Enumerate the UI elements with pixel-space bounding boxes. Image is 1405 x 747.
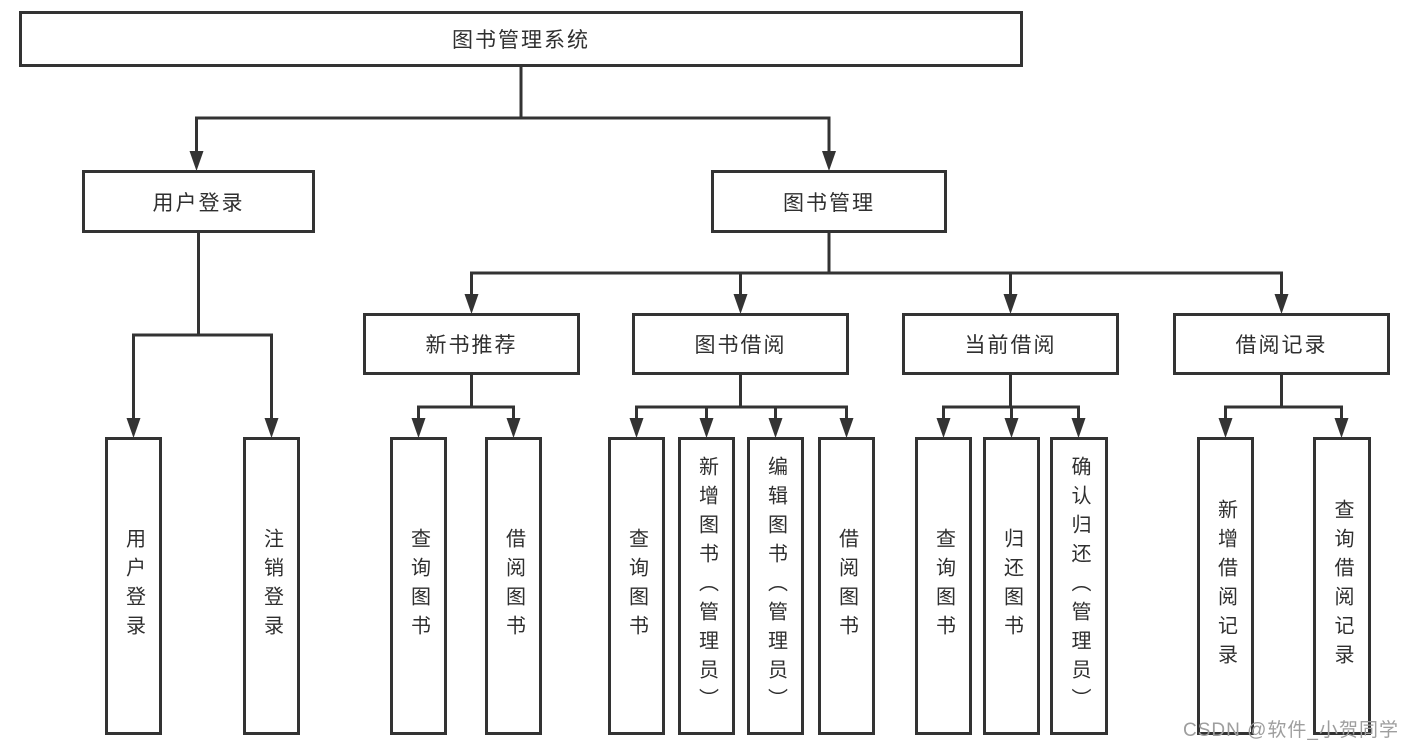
leaf-query-books-3-label: 查询图书: [932, 528, 955, 644]
leaf-query-books-3: 查询图书: [915, 437, 972, 735]
leaf-confirm-return-admin: 确认归还（管理员）: [1050, 437, 1108, 735]
leaf-return-book: 归还图书: [983, 437, 1040, 735]
node-current-borrowing-label: 当前借阅: [964, 334, 1057, 357]
leaf-user-login-label: 用户登录: [122, 528, 145, 644]
leaf-edit-book-admin: 编辑图书（管理员）: [747, 437, 804, 735]
leaf-add-book-admin: 新增图书（管理员）: [678, 437, 735, 735]
watermark: CSDN @软件_小贺同学: [1183, 720, 1399, 741]
node-new-book-recommend: 新书推荐: [363, 313, 580, 375]
leaf-add-borrow-record: 新增借阅记录: [1197, 437, 1254, 735]
leaf-logout-label: 注销登录: [260, 528, 283, 644]
leaf-borrow-books-1: 借阅图书: [485, 437, 542, 735]
leaf-query-borrow-record-label: 查询借阅记录: [1331, 499, 1353, 673]
leaf-confirm-return-admin-label: 确认归还（管理员）: [1068, 455, 1090, 717]
node-book-management-label: 图书管理: [783, 191, 875, 215]
node-book-management: 图书管理: [711, 170, 947, 233]
leaf-add-book-admin-label: 新增图书（管理员）: [695, 455, 718, 717]
node-borrowing-records-label: 借阅记录: [1235, 334, 1328, 357]
leaf-user-login: 用户登录: [105, 437, 162, 735]
leaf-borrow-books-1-label: 借阅图书: [502, 528, 525, 644]
node-root: 图书管理系统: [19, 11, 1023, 67]
leaf-edit-book-admin-label: 编辑图书（管理员）: [764, 455, 787, 717]
leaf-logout: 注销登录: [243, 437, 300, 735]
node-new-book-recommend-label: 新书推荐: [425, 334, 518, 357]
node-user-login: 用户登录: [82, 170, 315, 233]
leaf-query-books-1-label: 查询图书: [407, 528, 430, 644]
node-book-borrowing: 图书借阅: [632, 313, 849, 375]
node-root-label: 图书管理系统: [452, 29, 590, 52]
node-book-borrowing-label: 图书借阅: [694, 334, 787, 357]
leaf-add-borrow-record-label: 新增借阅记录: [1214, 499, 1237, 673]
leaf-borrow-books-2: 借阅图书: [818, 437, 875, 735]
node-user-login-label: 用户登录: [152, 191, 245, 215]
leaf-query-borrow-record: 查询借阅记录: [1313, 437, 1371, 735]
arrowhead-icons: [126, 151, 1349, 438]
leaf-query-books-2: 查询图书: [608, 437, 665, 735]
leaf-query-books-1: 查询图书: [390, 437, 447, 735]
leaf-borrow-books-2-label: 借阅图书: [835, 528, 858, 644]
leaf-query-books-2-label: 查询图书: [625, 528, 648, 644]
node-current-borrowing: 当前借阅: [902, 313, 1119, 375]
node-borrowing-records: 借阅记录: [1173, 313, 1390, 375]
leaf-return-book-label: 归还图书: [1000, 528, 1023, 644]
